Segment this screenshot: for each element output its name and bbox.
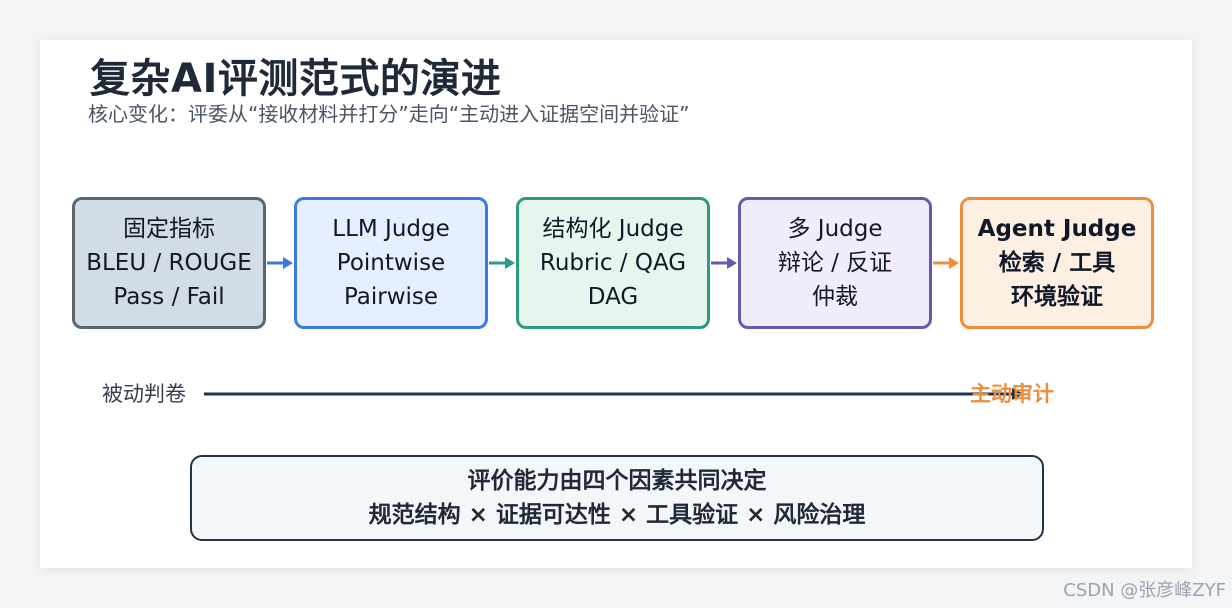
stage-2-line-2: Pointwise bbox=[336, 250, 446, 276]
arrow-right-icon bbox=[489, 257, 515, 269]
page-title: 复杂AI评测范式的演进 bbox=[90, 56, 502, 102]
stage-1-line-2: BLEU / ROUGE bbox=[86, 250, 252, 276]
stage-3-line-3: DAG bbox=[587, 284, 639, 310]
stage-3-line-1: 结构化 Judge bbox=[542, 216, 684, 242]
stage-multi-judge: 多 Judge 辩论 / 反证 仲裁 bbox=[738, 197, 932, 329]
stage-llm-judge: LLM Judge Pointwise Pairwise bbox=[294, 197, 488, 329]
summary-box: 评价能力由四个因素共同决定 规范结构 × 证据可达性 × 工具验证 × 风险治理 bbox=[190, 455, 1044, 541]
stage-5-line-3: 环境验证 bbox=[1011, 284, 1103, 310]
stage-5-line-1: Agent Judge bbox=[977, 216, 1137, 242]
stage-4-line-2: 辩论 / 反证 bbox=[777, 250, 893, 276]
stage-2-line-1: LLM Judge bbox=[332, 216, 450, 242]
stage-1-line-3: Pass / Fail bbox=[113, 284, 225, 310]
arrow-right-icon bbox=[267, 257, 293, 269]
summary-line-2: 规范结构 × 证据可达性 × 工具验证 × 风险治理 bbox=[368, 502, 866, 528]
axis-label-active: 主动审计 bbox=[970, 382, 1054, 406]
stage-3-line-2: Rubric / QAG bbox=[539, 250, 687, 276]
stage-structured-judge: 结构化 Judge Rubric / QAG DAG bbox=[516, 197, 710, 329]
watermark: CSDN @张彦峰ZYF bbox=[1063, 580, 1226, 601]
arrow-right-icon bbox=[711, 257, 737, 269]
stage-agent-judge: Agent Judge 检索 / 工具 环境验证 bbox=[960, 197, 1154, 329]
stage-4-line-1: 多 Judge bbox=[787, 216, 883, 242]
slide-card: 复杂AI评测范式的演进 核心变化：评委从“接收材料并打分”走向“主动进入证据空间… bbox=[40, 40, 1192, 568]
page-subtitle: 核心变化：评委从“接收材料并打分”走向“主动进入证据空间并验证” bbox=[88, 102, 690, 126]
stage-1-line-1: 固定指标 bbox=[123, 216, 215, 242]
arrow-right-icon bbox=[933, 257, 959, 269]
stage-5-line-2: 检索 / 工具 bbox=[998, 250, 1116, 276]
stage-fixed-metrics: 固定指标 BLEU / ROUGE Pass / Fail bbox=[72, 197, 266, 329]
stage-2-line-3: Pairwise bbox=[343, 284, 439, 310]
stage-4-line-3: 仲裁 bbox=[812, 284, 858, 310]
axis-label-passive: 被动判卷 bbox=[102, 382, 186, 406]
summary-line-1: 评价能力由四个因素共同决定 bbox=[467, 468, 767, 494]
progression-arrow-icon bbox=[204, 388, 1024, 400]
